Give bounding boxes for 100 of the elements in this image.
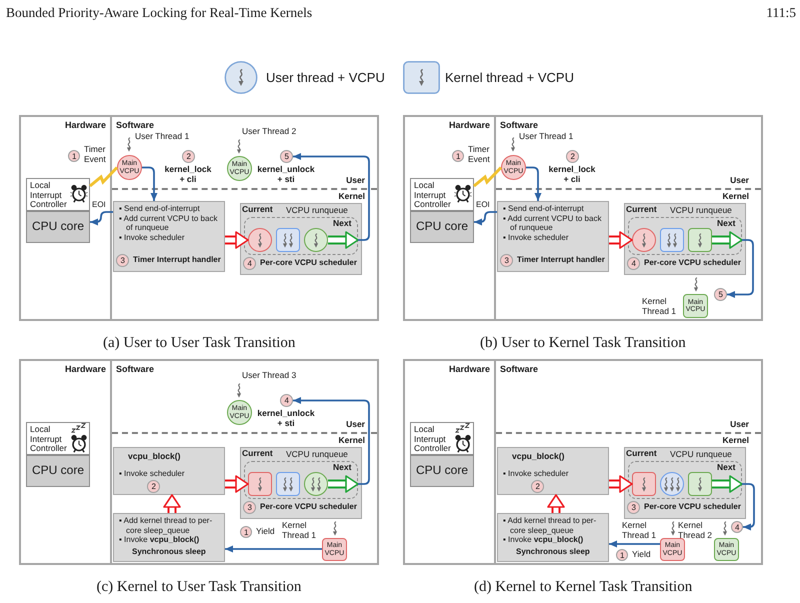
zone-label: Kernel — [338, 192, 365, 202]
section-heading: Software — [116, 120, 154, 130]
arrow — [727, 239, 754, 298]
vcpu-square — [688, 472, 712, 496]
arrow — [90, 211, 113, 226]
lightning-bolt — [89, 166, 118, 188]
vcpu-circle — [248, 228, 272, 252]
arrow — [293, 153, 370, 241]
process-box — [624, 203, 746, 275]
controller-box — [26, 422, 90, 455]
zone-label: User — [730, 176, 749, 186]
bullet-item: ▪ Invoke scheduler — [119, 232, 185, 242]
edge-label: Current — [626, 449, 657, 459]
step-circle — [500, 254, 513, 267]
figure-caption: (c) Kernel to User Task Transition — [96, 579, 302, 596]
thread-name: User Thread 1 — [135, 132, 190, 142]
step-note: kernel_lock + cli — [548, 165, 596, 184]
box-title: Per-core VCPU scheduler — [260, 502, 357, 512]
queue-label: VCPU runqueue — [670, 205, 732, 215]
section-heading: Hardware — [448, 364, 490, 374]
component-label: Local Interrupt Controller — [30, 425, 68, 454]
edge-label: Next — [717, 463, 736, 473]
vcpu-circle — [304, 472, 328, 496]
component-label: CPU core — [32, 464, 84, 478]
step-number: 5 — [284, 152, 289, 161]
step-circle — [116, 254, 129, 267]
vcpu-circle — [304, 228, 328, 252]
step-number: 1 — [620, 550, 624, 560]
step-note: Timer Event — [84, 145, 107, 164]
thread-name: Kernel Thread 1 — [282, 521, 318, 540]
section-heading: Hardware — [448, 120, 490, 130]
step-number: 3 — [504, 256, 509, 265]
block-arrow — [609, 475, 633, 493]
bullet-item: ▪ Invoke vcpu_block() — [119, 535, 200, 544]
bullet-item: ▪ Add current VCPU to back of runqueue — [119, 214, 218, 232]
block-arrow — [609, 231, 633, 249]
edge-label: Next — [717, 219, 736, 229]
cpu-core-box — [410, 455, 474, 487]
step-number: 3 — [632, 503, 636, 512]
component-label: Local Interrupt Controller — [30, 181, 68, 210]
section-heading: Software — [500, 120, 538, 130]
section-heading: Hardware — [64, 120, 106, 130]
bullet-item: ▪ Add current VCPU to back of runqueue — [503, 214, 602, 232]
zone-label: Kernel — [722, 192, 749, 202]
bullet-item: ▪ Invoke scheduler — [503, 232, 569, 242]
arrow — [225, 546, 322, 552]
box-title: Synchronous sleep — [132, 547, 206, 557]
running-header: Bounded Priority-Aware Locking for Real-Time Kernels — [6, 5, 312, 21]
process-box — [497, 201, 609, 272]
step-number: 1 — [72, 152, 76, 160]
component-label: CPU core — [416, 220, 468, 234]
zone-label: User — [730, 420, 749, 430]
step-number: 2 — [536, 482, 540, 491]
arrow — [526, 166, 542, 201]
figure-caption: (a) User to User Task Transition — [103, 335, 296, 352]
block-arrow — [225, 475, 249, 493]
step-note: Yield — [632, 550, 651, 560]
thread-name: Kernel Thread 1 — [622, 521, 658, 540]
block-arrow — [547, 494, 565, 513]
vcpu-square — [248, 472, 272, 496]
software-section — [111, 117, 377, 319]
bullet-item: ▪ Invoke vcpu_block() — [503, 535, 584, 544]
step-number: 3 — [248, 503, 252, 512]
edge-label: EOI — [476, 200, 490, 210]
controller-box — [26, 178, 90, 211]
vcpu-circle — [632, 228, 656, 252]
bullet-item: ▪ Invoke scheduler — [503, 469, 569, 478]
process-box — [240, 203, 362, 275]
section-heading: Software — [116, 364, 154, 374]
cpu-core-box — [410, 211, 474, 243]
step-number: 2 — [570, 152, 575, 161]
step-number: 2 — [186, 152, 191, 161]
arrow — [474, 211, 497, 226]
process-box — [113, 447, 225, 495]
edge-label: EOI — [92, 200, 106, 210]
step-number: 1 — [456, 152, 460, 160]
bullet-item: ▪ Send end-of-interrupt — [119, 204, 200, 214]
arrow — [142, 166, 158, 201]
page-number: 111:5 — [766, 5, 796, 21]
section-heading: Software — [500, 364, 538, 374]
zone-label: Kernel — [722, 436, 749, 446]
step-number: 3 — [120, 256, 125, 265]
box-title: Timer Interrupt handler — [133, 255, 221, 265]
box-title: Per-core VCPU scheduler — [644, 258, 741, 268]
lightning-bolt — [473, 166, 502, 188]
software-section — [111, 361, 377, 563]
arrow — [293, 397, 370, 485]
component-label: Local Interrupt Controller — [414, 181, 452, 210]
step-number: 4 — [284, 396, 289, 405]
thread-name: User Thread 3 — [242, 371, 296, 380]
edge-label: Current — [242, 205, 273, 215]
section-heading: Hardware — [64, 364, 106, 374]
thread-name: Kernel Thread 2 — [678, 521, 713, 540]
component-label: CPU core — [32, 220, 84, 234]
edge-label: Next — [333, 219, 352, 229]
vcpu-square — [276, 472, 300, 496]
box-title: Per-core VCPU scheduler — [644, 502, 741, 512]
edge-label: Current — [242, 449, 273, 459]
bullet-item: ▪ Send end-of-interrupt — [503, 204, 584, 214]
box-heading: vcpu_block() — [128, 451, 180, 461]
